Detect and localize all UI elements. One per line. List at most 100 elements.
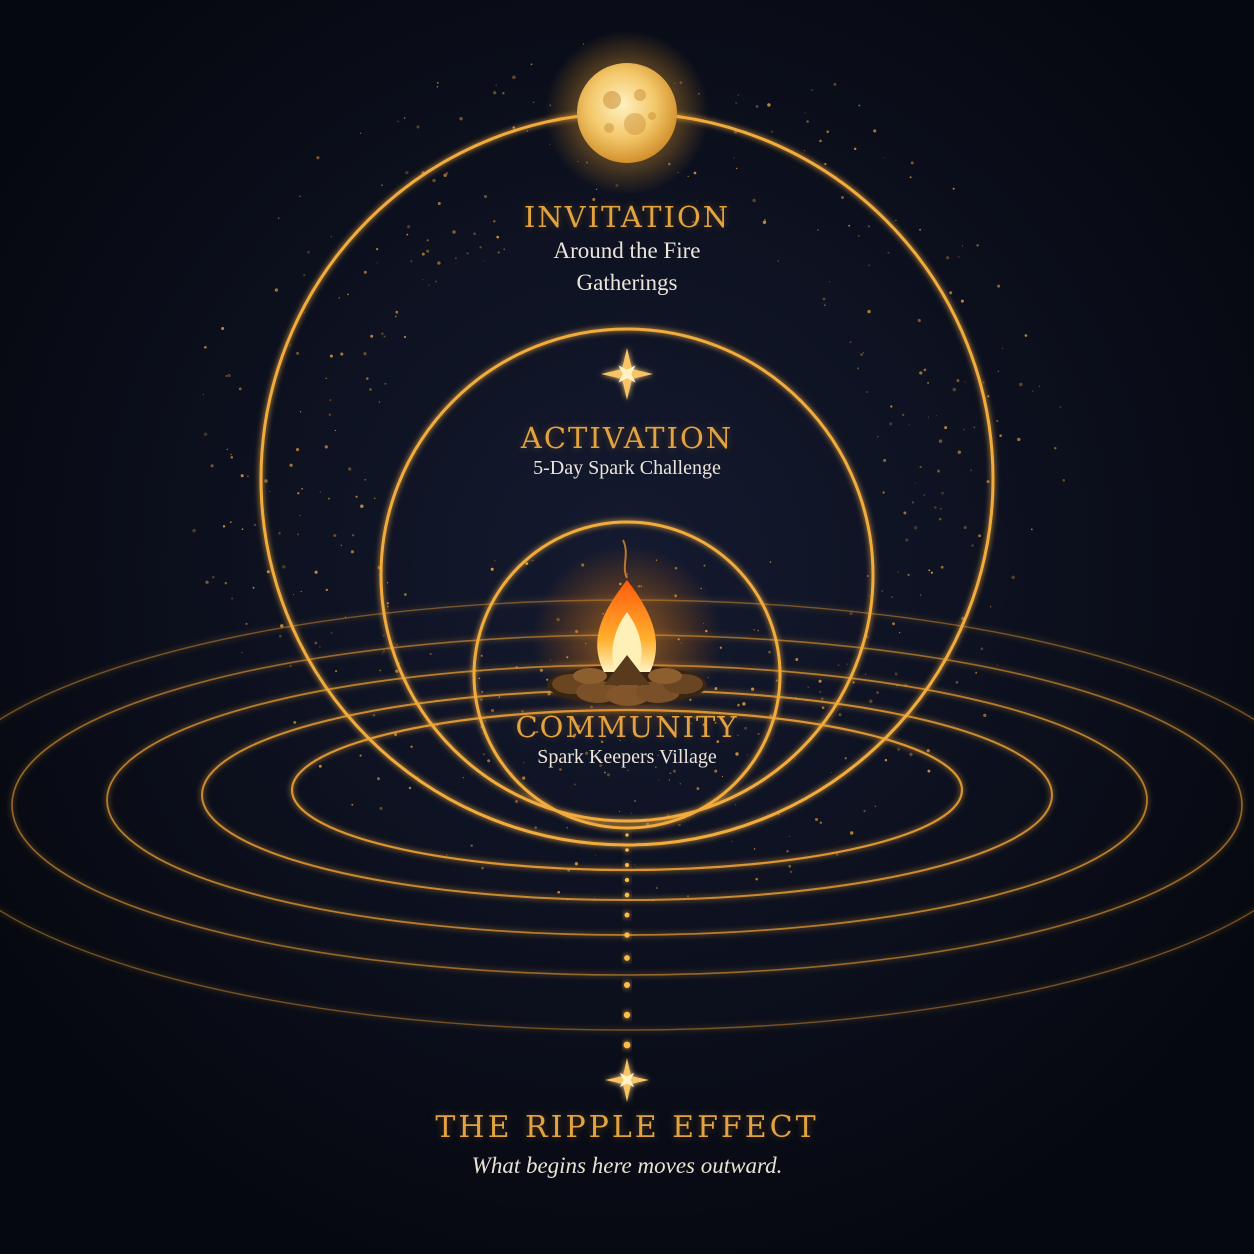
sparkle [238,387,242,391]
sparkle [867,225,871,228]
sparkle [952,387,957,392]
sparkle [432,178,436,183]
sparkle [786,850,789,853]
sparkle [949,291,953,295]
sparkle [687,895,689,898]
sparkle [544,748,546,750]
sparkle [687,175,689,178]
sparkle [382,634,385,637]
sparkle [846,663,848,665]
sparkle [1002,347,1004,350]
sparkle [923,368,927,372]
sparkle [777,260,779,262]
sparkle [496,235,500,239]
sparkle [479,246,482,249]
sparkle [923,494,925,496]
sparkle [679,782,682,785]
sparkle [224,581,228,585]
sparkle [436,82,439,84]
sparkle [1024,334,1028,337]
sparkle [986,480,990,484]
sparkle [804,112,806,114]
sparkle [908,424,910,426]
sparkle [480,654,483,657]
sparkle [884,758,888,762]
sparkle [404,593,407,596]
sparkle [737,703,740,707]
sparkle [521,710,524,713]
ripple-effect-subtitle: What begins here moves outward. [471,1153,783,1178]
sparkle [335,670,338,673]
sparkle [894,672,898,676]
sparkle [907,573,910,577]
sparkle [480,690,484,693]
sparkle [891,622,896,626]
sparkle [693,171,697,175]
sparkle [227,373,231,378]
sparkle [574,862,579,866]
sparkle [437,261,441,265]
sparkle [407,225,411,229]
sparkle [532,560,534,562]
sparkle [940,508,942,510]
sparkle [901,413,905,417]
sparkle [282,565,286,569]
campfire-icon [532,539,722,735]
sparkle [937,469,940,473]
sparkle [493,220,496,223]
sparkle [599,759,602,761]
sparkle [867,309,871,314]
sparkle [360,504,364,508]
sparkle [819,139,822,143]
sparkle [996,664,998,666]
sparkle [274,288,279,292]
sparkle [755,105,759,108]
sparkle [746,754,749,756]
sparkle [241,528,244,531]
sparkle [397,120,399,123]
sparkle [692,220,695,224]
sparkle [379,806,383,810]
sparkle [381,332,384,335]
sparkle [989,606,992,608]
sparkle [280,624,284,628]
sparkle [830,771,833,774]
sparkle [840,195,845,200]
sparkle [502,92,505,95]
sparkle [530,63,533,66]
sparkle [790,871,792,873]
sparkle [820,697,824,701]
sparkle [737,94,739,96]
sparkle [204,345,207,349]
sparkle [926,749,930,753]
sparkle [1011,575,1015,580]
sparkle [815,818,818,821]
sparkle [864,673,867,675]
sparkle [868,264,871,267]
sparkle [426,249,430,253]
sparkle [654,766,657,769]
sparkle [927,381,930,384]
sparkle [600,740,604,744]
sparkle [788,835,790,837]
sparkle [573,783,576,786]
sparkle [319,645,321,648]
sparkle [919,371,923,375]
sparkle [278,217,280,219]
sparkle [876,691,879,694]
sparkle [911,501,915,504]
path-dot [623,981,631,989]
sparkle [775,679,778,682]
sparkle [549,143,551,146]
sparkle [503,248,505,251]
sparkle [668,779,671,781]
sparkle [269,490,271,493]
sparkle [860,353,863,356]
sparkle [848,224,851,227]
sparkle [956,379,960,383]
sparkle [909,752,913,757]
sparkle [295,448,300,452]
sparkle [999,434,1002,438]
